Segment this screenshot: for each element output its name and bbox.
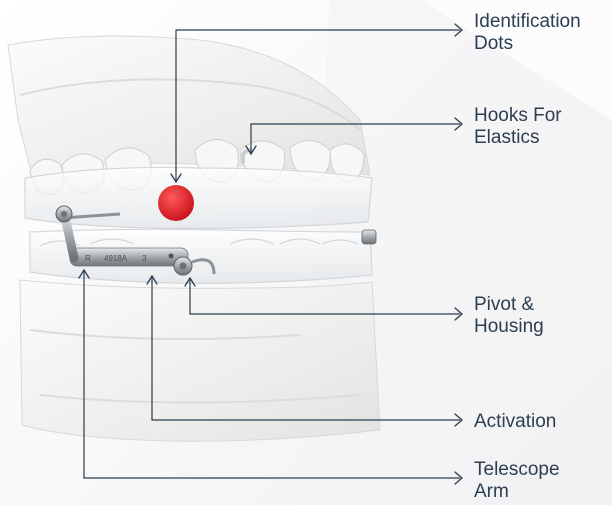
callout-pivot-housing-line1: Pivot &	[474, 294, 544, 316]
callout-telescope-arm: Telescope Arm	[474, 459, 560, 503]
identification-dot	[158, 185, 194, 221]
callout-telescope-arm-line2: Arm	[474, 481, 560, 503]
callout-identification-dots: Identification Dots	[474, 11, 581, 55]
engraving-activation-mark: 3	[142, 254, 147, 263]
upper-clear-tray	[25, 167, 372, 228]
callout-hooks-for-elastics-line2: Elastics	[474, 127, 562, 149]
lower-model-base	[20, 280, 380, 441]
callout-hooks-for-elastics: Hooks For Elastics	[474, 105, 562, 149]
callout-activation-line1: Activation	[474, 411, 556, 433]
callout-pivot-housing: Pivot & Housing	[474, 294, 544, 338]
callout-activation: Activation	[474, 411, 556, 433]
engraving-side: R	[85, 254, 91, 263]
callout-identification-dots-line2: Dots	[474, 33, 581, 55]
callout-pivot-housing-line2: Housing	[474, 316, 544, 338]
engraving-part-number: 4918A	[104, 254, 128, 263]
callout-hooks-for-elastics-line1: Hooks For	[474, 105, 562, 127]
callout-identification-dots-line1: Identification	[474, 11, 581, 33]
callout-telescope-arm-line1: Telescope	[474, 459, 560, 481]
